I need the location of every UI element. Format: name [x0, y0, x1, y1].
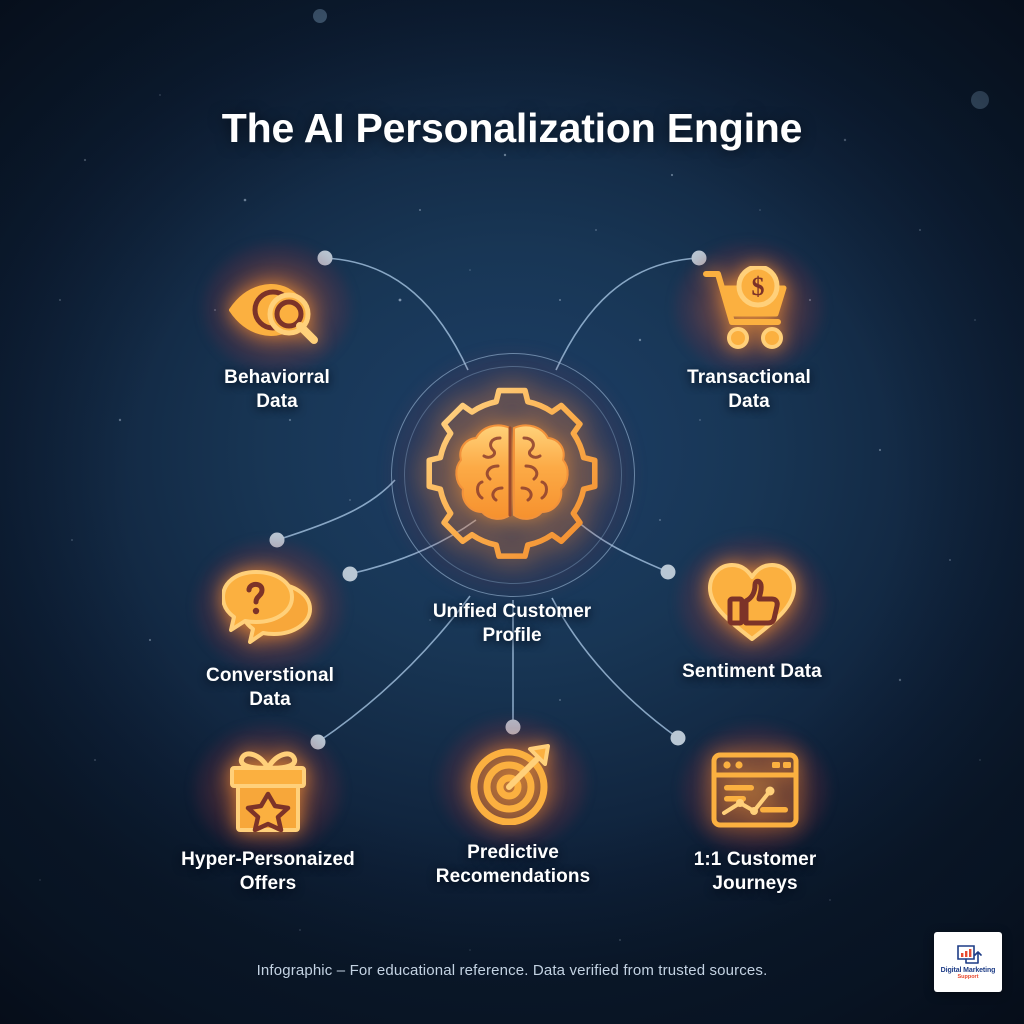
node-label-line2: Journeys: [712, 873, 798, 895]
node-label: Behaviorral Data: [167, 366, 387, 414]
journeys-icon-wrap: [680, 724, 830, 856]
node-label-line1: Predictive: [467, 842, 559, 863]
node-label: Converstional Data: [160, 664, 380, 712]
hub-label-line1: Unified Customer: [432, 601, 592, 622]
node-label-line2: Data: [256, 391, 298, 413]
node-label: Predictive Recomendations: [403, 841, 623, 889]
brand-name: Digital Marketing: [940, 966, 996, 974]
svg-text:$: $: [752, 272, 765, 301]
node-label-line2: Data: [728, 391, 770, 413]
node-hyper-personalized-offers[interactable]: Hyper-Personaized Offers: [158, 724, 378, 896]
hub-label: Unified Customer Profile: [362, 600, 662, 648]
node-label-line1: Transactional: [687, 367, 811, 388]
shopping-cart-dollar-icon: $: [703, 266, 787, 349]
chat-bubbles-question-icon: [222, 570, 312, 644]
node-transactional-data[interactable]: $ Transactional Data: [639, 242, 859, 414]
node-sentiment-data[interactable]: Sentiment Data: [642, 536, 862, 684]
node-label-line1: Behaviorral: [224, 367, 330, 388]
browser-line-chart-icon: [711, 752, 799, 828]
node-label: Hyper-Personaized Offers: [158, 848, 378, 896]
footer-disclaimer: Infographic – For educational reference.…: [256, 962, 768, 979]
brand-logo-badge[interactable]: Digital Marketing Support: [934, 932, 1002, 992]
icon-glow: [680, 724, 830, 856]
brand-sub: Support: [957, 974, 979, 981]
gift-star-icon: [230, 751, 306, 832]
node-conversational-data[interactable]: Converstional Data: [160, 540, 380, 712]
node-label-line2: Offers: [239, 873, 297, 895]
node-label-line2: Data: [249, 689, 291, 711]
node-label-line2: Recomendations: [435, 866, 591, 888]
node-label-line1: Converstional: [206, 665, 334, 686]
node-label-line1: Sentiment Data: [682, 661, 822, 682]
hub-label-line2: Profile: [482, 625, 542, 647]
bar-chart-arrow-icon: [957, 944, 982, 964]
behavioral-icon-wrap: [202, 242, 352, 374]
brain-gear-icon: [426, 387, 598, 559]
conversational-icon-wrap: [195, 540, 345, 672]
node-customer-journeys[interactable]: 1:1 Customer Journeys: [645, 724, 865, 896]
eye-magnifier-icon: [229, 284, 318, 344]
sentiment-icon-wrap: [677, 536, 827, 668]
node-label-line1: 1:1 Customer: [693, 849, 817, 870]
node-predictive-recommendations[interactable]: Predictive Recomendations: [403, 717, 623, 889]
node-label-line1: Hyper-Personaized: [181, 849, 355, 870]
heart-thumbs-up-icon: [708, 563, 796, 641]
node-label: Sentiment Data: [642, 660, 862, 684]
hub-ring-outer: [391, 353, 635, 597]
transactional-icon-wrap: $: [674, 242, 824, 374]
hub-unified-customer-profile[interactable]: [362, 324, 662, 624]
node-label: 1:1 Customer Journeys: [645, 848, 865, 896]
hub-ring-inner: [404, 366, 622, 584]
offers-icon-wrap: [193, 724, 343, 856]
predictive-icon-wrap: [438, 717, 588, 849]
node-behavioral-data[interactable]: Behaviorral Data: [167, 242, 387, 414]
page-title: The AI Personalization Engine: [221, 105, 803, 152]
node-label: Transactional Data: [639, 366, 859, 414]
target-arrow-icon: [470, 744, 550, 825]
